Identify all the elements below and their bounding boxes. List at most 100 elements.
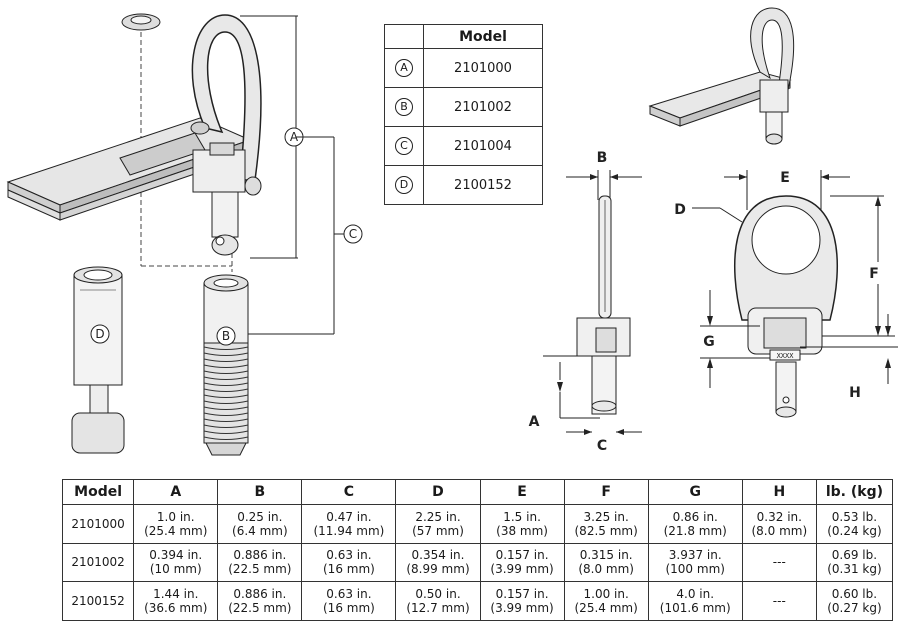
spec-value-text: ---	[772, 555, 786, 570]
spec-header: B	[217, 479, 303, 505]
model-number: 2101004	[423, 126, 543, 166]
spec-value-text: (16 mm)	[323, 562, 375, 577]
spec-model-cell: 2101000	[61, 504, 135, 544]
spec-value-cell: 0.53 lb.(0.24 kg)	[815, 504, 894, 544]
model-row-icon: C	[395, 137, 413, 155]
spec-value-text: (8.0 mm)	[578, 562, 634, 577]
callout-d-label: D	[95, 327, 104, 341]
callout-b-label: B	[222, 329, 230, 343]
spec-value-text: (12.7 mm)	[406, 601, 470, 616]
spec-value-text: (25.4 mm)	[574, 601, 638, 616]
spec-header: Model	[61, 479, 135, 505]
spec-value-cell: 3.937 in.(100 mm)	[647, 542, 743, 583]
dim-g-label: G	[703, 334, 715, 350]
spec-value-text: (6.4 mm)	[232, 523, 288, 538]
spec-value-text: 1.00 in.	[583, 587, 629, 602]
spec-value-text: 0.63 in.	[326, 587, 372, 602]
spec-value-cell: 0.63 in.(16 mm)	[301, 542, 397, 583]
spec-value-text: 0.47 in.	[326, 509, 372, 524]
spec-value-text: (38 mm)	[496, 523, 548, 538]
spec-value-text: 0.32 in.	[756, 509, 802, 524]
model-row-icon: A	[395, 59, 413, 77]
spec-value-cell: 0.25 in.(6.4 mm)	[217, 504, 303, 544]
spec-value-text: 0.63 in.	[326, 548, 372, 563]
spec-header: C	[301, 479, 397, 505]
spec-value-cell: 1.0 in.(25.4 mm)	[133, 504, 219, 544]
spec-value-text: (16 mm)	[323, 601, 375, 616]
spec-header: E	[479, 479, 565, 505]
spec-value-cell: 1.00 in.(25.4 mm)	[563, 581, 649, 621]
spec-value-cell: 0.86 in.(21.8 mm)	[647, 504, 743, 544]
spec-value-text: (0.31 kg)	[827, 562, 882, 577]
side-view: B A C	[529, 150, 642, 454]
model-row: D 2100152	[384, 165, 543, 205]
spec-value-text: 0.50 in.	[415, 587, 461, 602]
spec-value-text: (22.5 mm)	[228, 562, 292, 577]
spec-value-cell: 4.0 in.(101.6 mm)	[647, 581, 743, 621]
callout-a-label: A	[290, 130, 299, 144]
dust-cap-icon	[121, 13, 161, 31]
spec-value-cell: 0.47 in.(11.94 mm)	[301, 504, 397, 544]
spec-header: D	[395, 479, 481, 505]
spec-value-text: (82.5 mm)	[574, 523, 638, 538]
spec-value-cell: 0.50 in.(12.7 mm)	[395, 581, 481, 621]
spec-value-text: 1.5 in.	[503, 509, 541, 524]
spec-value-text: 0.60 lb.	[831, 587, 878, 602]
spec-value-cell: 0.157 in.(3.99 mm)	[479, 581, 565, 621]
spec-value-text: (21.8 mm)	[663, 523, 727, 538]
spec-value-text: (100 mm)	[665, 562, 725, 577]
model-row-icon: B	[395, 98, 413, 116]
spec-value-text: 4.0 in.	[676, 587, 715, 602]
spec-value-cell: 0.886 in.(22.5 mm)	[217, 542, 303, 583]
spec-value-text: 3.25 in.	[583, 509, 629, 524]
spec-header: G	[647, 479, 743, 505]
callout-c-label: C	[349, 227, 357, 241]
spec-value-cell: ---	[741, 581, 817, 621]
spec-value-text: 0.886 in.	[233, 587, 287, 602]
front-view: E XXXX D F H	[674, 170, 898, 418]
spec-value-cell: 1.5 in.(38 mm)	[479, 504, 565, 544]
spec-value-cell: 3.25 in.(82.5 mm)	[563, 504, 649, 544]
spec-value-cell: 0.69 lb.(0.31 kg)	[815, 542, 894, 583]
spec-value-text: (25.4 mm)	[144, 523, 208, 538]
spec-model-cell: 2100152	[61, 581, 135, 621]
spec-value-text: 0.53 lb.	[831, 509, 878, 524]
spec-value-cell: 0.394 in.(10 mm)	[133, 542, 219, 583]
model-table-header: Model	[423, 24, 543, 49]
anchor-eye-icon	[190, 14, 262, 256]
dim-h-label: H	[849, 385, 861, 401]
spec-value-text: (57 mm)	[412, 523, 464, 538]
spec-value-text: (3.99 mm)	[490, 562, 554, 577]
model-number: 2101002	[423, 87, 543, 127]
spec-value-text: (10 mm)	[149, 562, 202, 577]
spec-header: A	[133, 479, 219, 505]
spec-value-text: 0.157 in.	[495, 548, 549, 563]
spec-model-cell: 2101002	[61, 542, 135, 583]
threaded-sleeve-b-icon: B	[203, 274, 249, 456]
spec-value-cell: 0.32 in.(8.0 mm)	[741, 504, 817, 544]
spec-value-cell: 0.886 in.(22.5 mm)	[217, 581, 303, 621]
dim-f-label: F	[869, 266, 879, 282]
spec-value-text: 0.157 in.	[495, 587, 549, 602]
spec-value-text: (22.5 mm)	[228, 601, 292, 616]
model-number: 2101000	[423, 48, 543, 88]
dim-e-label: E	[780, 170, 790, 186]
model-table: Model A 2101000 B 2101002 C 2101004 D 21…	[384, 24, 543, 205]
spec-value-text: (11.94 mm)	[313, 523, 385, 538]
installed-view	[648, 7, 795, 145]
model-row: A 2101000	[384, 48, 543, 88]
exploded-view: A C D B	[6, 13, 363, 456]
spec-value-text: 1.44 in.	[153, 587, 199, 602]
spec-value-cell: ---	[741, 542, 817, 583]
spec-value-text: (0.27 kg)	[827, 601, 882, 616]
spec-value-text: 0.25 in.	[237, 509, 283, 524]
spec-value-cell: 0.60 lb.(0.27 kg)	[815, 581, 894, 621]
model-row: C 2101004	[384, 126, 543, 166]
model-number: 2100152	[423, 165, 543, 205]
spec-value-text: (101.6 mm)	[659, 601, 731, 616]
